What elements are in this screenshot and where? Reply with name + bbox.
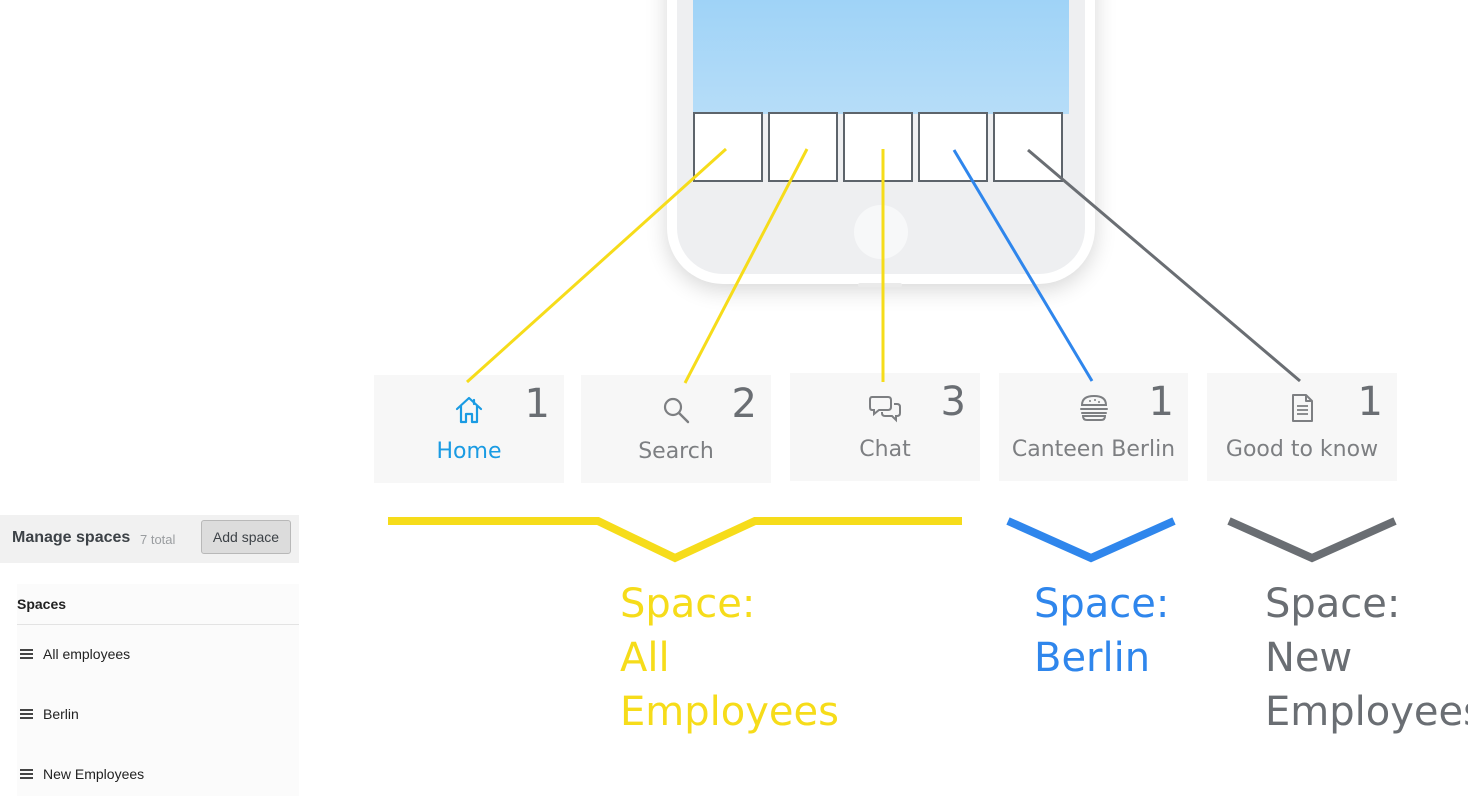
phone-tab-slot-2 — [768, 112, 838, 182]
search-icon — [659, 393, 693, 427]
spaces-list-heading: Spaces — [17, 596, 67, 612]
drag-handle-icon[interactable] — [20, 769, 33, 779]
manage-spaces-header: Manage spaces 7 total Add space — [0, 515, 299, 563]
manage-spaces-title: Manage spaces — [12, 529, 131, 546]
tab-label: Chat — [859, 437, 911, 462]
tab-label: Search — [638, 439, 714, 464]
tab-label: Canteen Berlin — [1011, 437, 1176, 462]
document-icon — [1285, 391, 1319, 425]
space-item-berlin[interactable]: Berlin — [17, 703, 79, 725]
phone-tab-slot-4 — [918, 112, 988, 182]
spaces-list: Spaces All employees Berlin New Employee… — [17, 584, 299, 796]
tab-card-home[interactable]: 1 Home — [374, 375, 564, 483]
phone-tab-slot-3 — [843, 112, 913, 182]
phone-tab-slot-5 — [993, 112, 1063, 182]
connector-canteen-berlin — [952, 149, 1094, 382]
connector-search — [683, 148, 809, 384]
add-space-button[interactable]: Add space — [201, 520, 291, 554]
bracket-all-employees — [388, 517, 962, 563]
space-label-new-employees: Space: New Employees — [1265, 581, 1468, 735]
bracket-berlin — [1006, 517, 1176, 563]
tab-count: 1 — [1357, 379, 1383, 425]
tab-card-canteen-berlin[interactable]: 1 Canteen Berlin — [999, 373, 1188, 481]
burger-icon — [1077, 391, 1111, 425]
drag-handle-icon[interactable] — [20, 709, 33, 719]
space-label-berlin: Space: Berlin — [1034, 581, 1170, 681]
phone-bottom-notch — [858, 283, 902, 287]
tab-count: 2 — [731, 381, 757, 427]
tab-card-chat[interactable]: 3 Chat — [790, 373, 980, 481]
phone-home-button — [854, 205, 908, 259]
space-item-label: All employees — [43, 646, 131, 662]
home-icon — [452, 393, 486, 427]
chat-icon — [868, 391, 902, 425]
tab-count: 3 — [940, 379, 966, 425]
tab-label: Home — [436, 439, 502, 464]
bracket-new-employees — [1227, 517, 1397, 563]
tab-label: Good to know — [1225, 437, 1379, 462]
phone-tab-slot-1 — [693, 112, 763, 182]
tab-count: 1 — [524, 381, 550, 427]
connector-good-to-know — [1027, 148, 1301, 383]
drag-handle-icon[interactable] — [20, 649, 33, 659]
space-item-label: Berlin — [43, 706, 79, 722]
tab-count: 1 — [1148, 379, 1174, 425]
space-label-all-employees: Space: All Employees — [620, 581, 839, 735]
divider — [17, 624, 299, 625]
connector-home — [465, 147, 728, 384]
phone-screen — [693, 0, 1069, 114]
space-item-new-employees[interactable]: New Employees — [17, 763, 144, 785]
tab-card-search[interactable]: 2 Search — [581, 375, 771, 483]
spaces-total-count: 7 total — [140, 532, 176, 547]
space-item-label: New Employees — [43, 766, 145, 782]
tab-card-good-to-know[interactable]: 1 Good to know — [1207, 373, 1397, 481]
space-item-all-employees[interactable]: All employees — [17, 643, 130, 665]
